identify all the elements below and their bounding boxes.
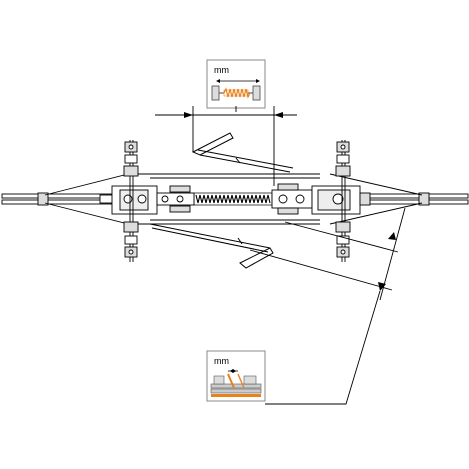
bottom-callout-unit: mm bbox=[214, 356, 229, 366]
top-dimension bbox=[155, 106, 297, 186]
spring-coil bbox=[195, 194, 271, 204]
left-coupling bbox=[111, 185, 195, 215]
hitch-assembly bbox=[1, 132, 469, 269]
upper-bracket bbox=[191, 132, 294, 173]
right-linkage bbox=[335, 140, 351, 262]
side-dimension bbox=[249, 207, 406, 405]
top-callout-unit: mm bbox=[214, 65, 229, 75]
right-coupling bbox=[271, 183, 371, 215]
frame-arms bbox=[44, 173, 423, 225]
lower-bracket bbox=[149, 223, 274, 269]
left-linkage bbox=[123, 140, 139, 262]
bottom-callout: mm bbox=[206, 350, 266, 402]
spring-length-icon bbox=[211, 79, 261, 101]
top-callout: mm bbox=[206, 59, 266, 109]
clearance-gap-icon bbox=[210, 369, 262, 397]
